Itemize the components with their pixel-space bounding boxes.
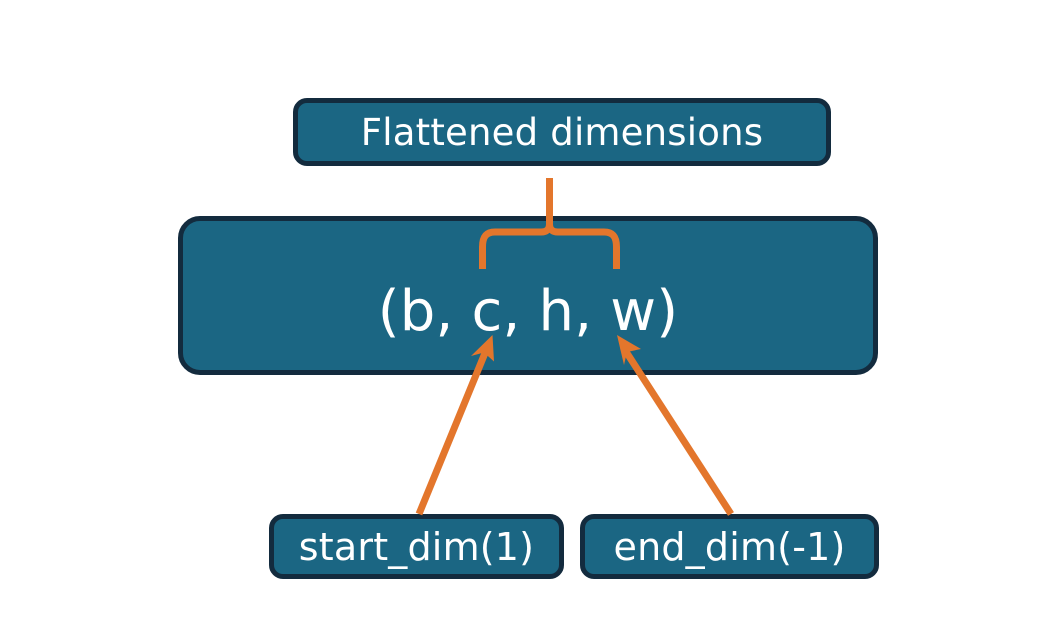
node-tensor-shape-label: (b, c, h, w) bbox=[377, 278, 679, 344]
node-start-dim[interactable]: start_dim(1) bbox=[269, 514, 564, 579]
node-flattened-dimensions[interactable]: Flattened dimensions bbox=[293, 98, 831, 166]
node-end-dim-label: end_dim(-1) bbox=[613, 524, 846, 569]
node-start-dim-label: start_dim(1) bbox=[298, 524, 535, 569]
node-end-dim[interactable]: end_dim(-1) bbox=[580, 514, 879, 579]
node-flattened-dimensions-label: Flattened dimensions bbox=[360, 110, 764, 154]
node-tensor-shape[interactable]: (b, c, h, w) bbox=[178, 216, 878, 375]
